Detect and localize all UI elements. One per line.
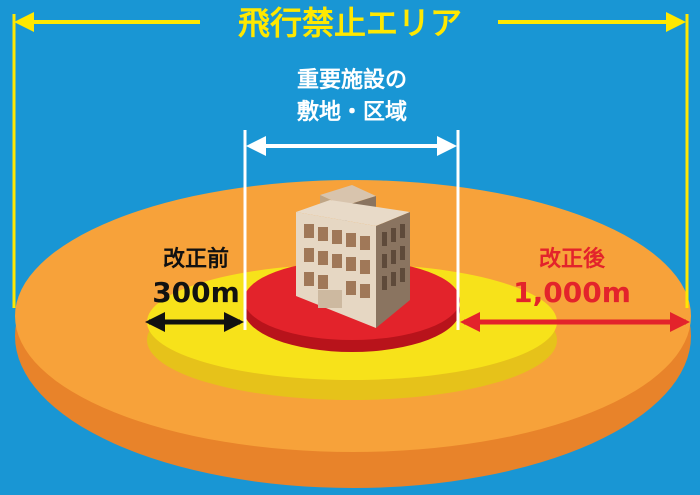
- no-fly-zone-title: 飛行禁止エリア: [238, 4, 462, 42]
- building-icon: [296, 185, 410, 328]
- facility-label-line1: 重要施設の: [297, 67, 407, 93]
- no-fly-zone-bracket: [12, 12, 689, 308]
- before-distance: 300m: [152, 276, 240, 309]
- facility-bracket: [243, 130, 460, 330]
- after-distance: 1,000m: [513, 276, 631, 309]
- before-label: 改正前: [163, 246, 229, 272]
- after-label: 改正後: [539, 246, 606, 272]
- facility-label-line2: 敷地・区域: [297, 99, 407, 125]
